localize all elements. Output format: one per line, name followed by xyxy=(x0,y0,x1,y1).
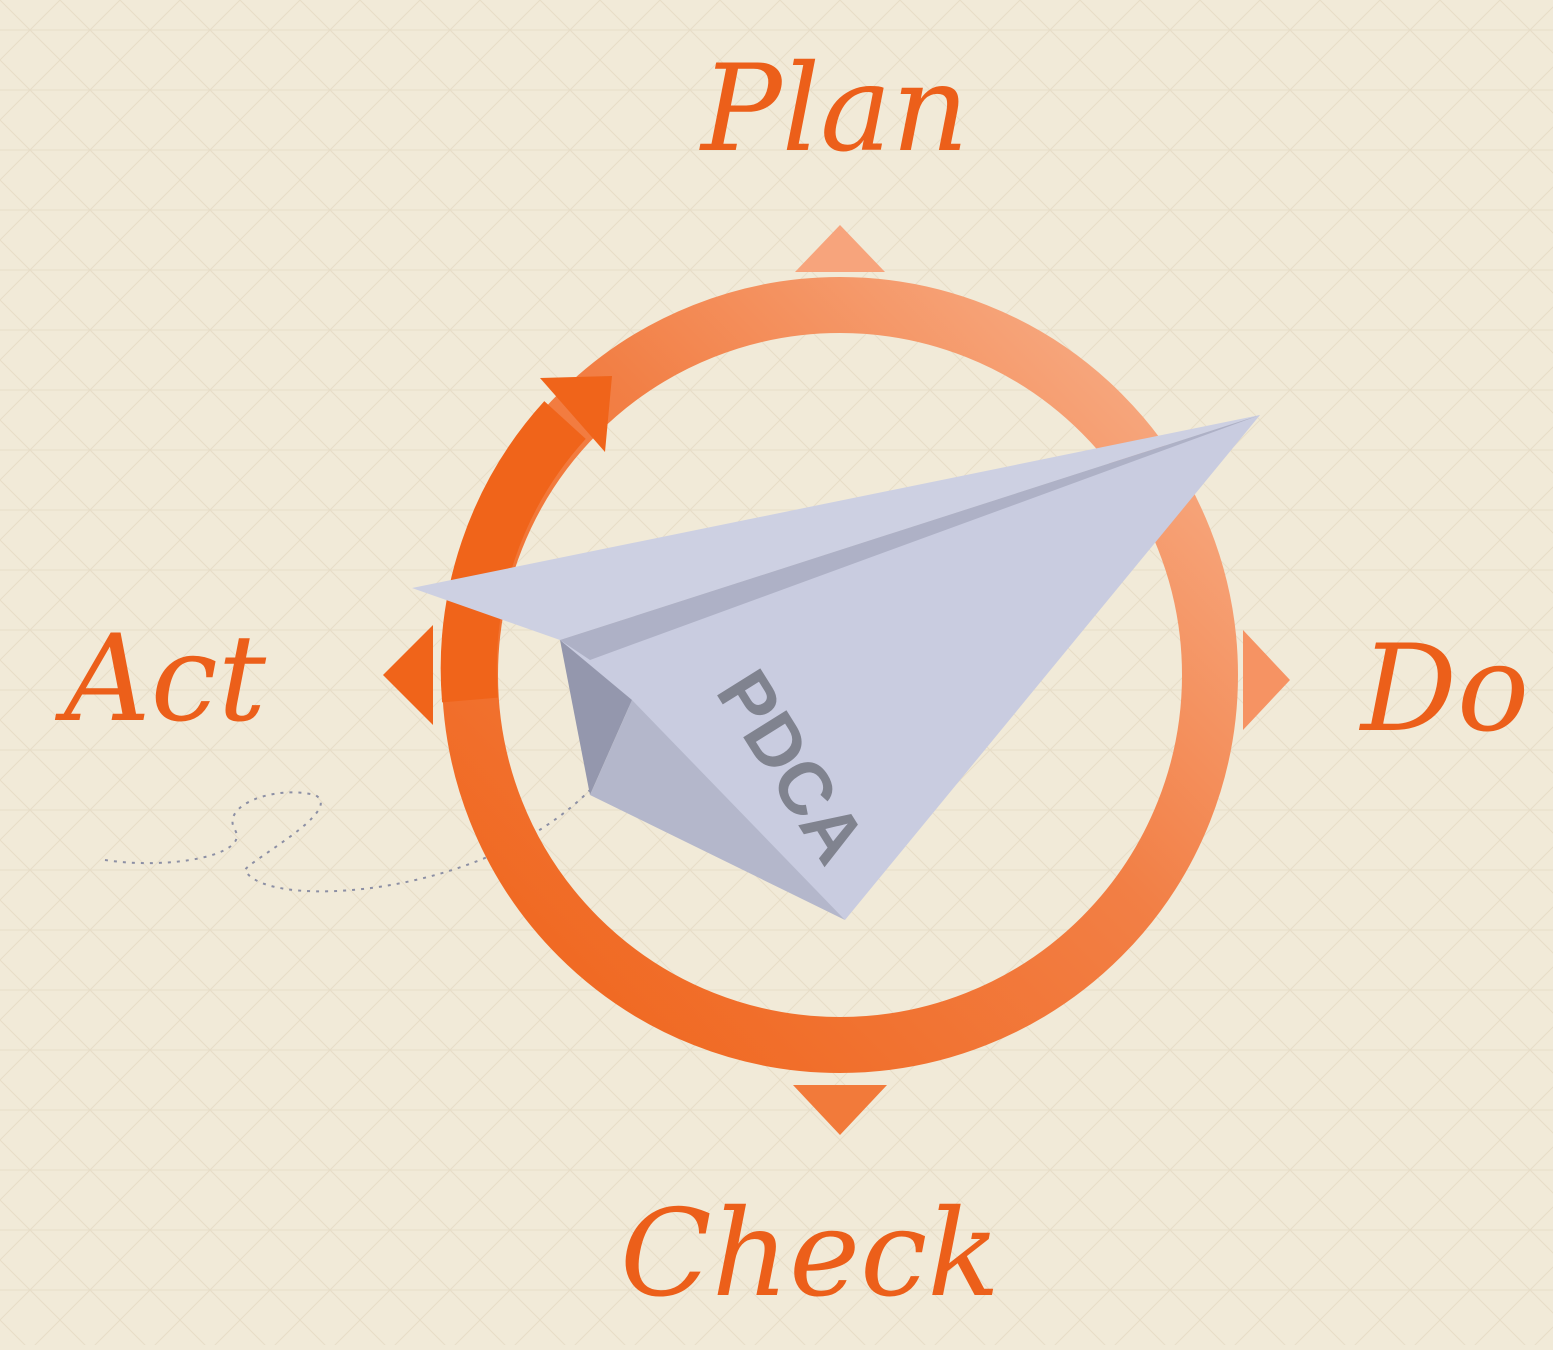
label-act: Act xyxy=(54,610,267,749)
label-check: Check xyxy=(620,1185,1000,1324)
label-plan: Plan xyxy=(699,40,969,179)
label-do: Do xyxy=(1359,620,1529,759)
